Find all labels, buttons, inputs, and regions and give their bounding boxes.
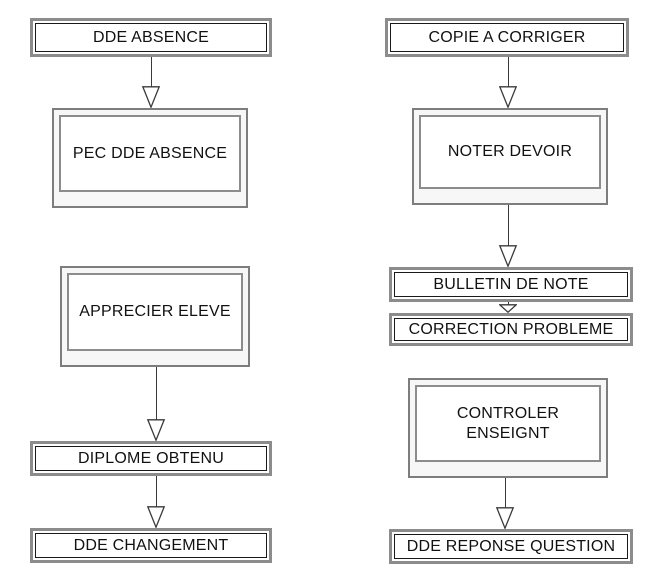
connector-arrowhead-icon <box>499 245 517 267</box>
node-label: NOTER DEVOIR <box>447 143 573 161</box>
node-entity-panel: CORRECTION PROBLEME <box>394 318 628 341</box>
node-screen-panel: APPRECIER ELEVE <box>67 273 243 351</box>
node-screen-panel: CONTROLER ENSEIGNT <box>415 385 601 462</box>
connector-line <box>508 302 509 306</box>
connector-line <box>151 57 152 88</box>
node-label: DDE ABSENCE <box>92 28 209 46</box>
node-label: DIPLOME OBTENU <box>78 449 224 467</box>
node-entity-panel: COPIE A CORRIGER <box>390 23 624 52</box>
node-entity-panel: DIPLOME OBTENU <box>35 446 267 471</box>
node-dde-reponse-question[interactable]: DDE REPONSE QUESTION <box>389 529 633 564</box>
connector-line <box>508 57 509 88</box>
node-bulletin-de-note[interactable]: BULLETIN DE NOTE <box>389 267 633 302</box>
node-label: COPIE A CORRIGER <box>428 28 586 46</box>
connector-line <box>156 476 157 508</box>
node-noter-devoir[interactable]: NOTER DEVOIR <box>412 108 608 205</box>
node-screen-base <box>67 351 243 365</box>
node-pec-dde-absence[interactable]: PEC DDE ABSENCE <box>52 108 248 208</box>
node-entity-panel: DDE ABSENCE <box>35 23 267 52</box>
node-diplome-obtenu[interactable]: DIPLOME OBTENU <box>30 441 272 476</box>
connector-arrowhead-icon <box>147 506 165 528</box>
node-controler-enseignt[interactable]: CONTROLER ENSEIGNT <box>408 378 608 478</box>
node-screen-panel: NOTER DEVOIR <box>419 115 601 189</box>
node-correction-probleme[interactable]: CORRECTION PROBLEME <box>389 313 633 346</box>
node-entity-panel: DDE CHANGEMENT <box>35 533 267 558</box>
node-apprecier-eleve[interactable]: APPRECIER ELEVE <box>60 266 250 367</box>
node-label: PEC DDE ABSENCE <box>72 144 228 162</box>
node-screen-base <box>419 189 601 203</box>
connector-arrowhead-icon <box>499 304 517 313</box>
connector-line <box>505 478 506 509</box>
node-label: DDE REPONSE QUESTION <box>406 537 616 555</box>
node-screen-base <box>415 462 601 476</box>
connector-arrowhead-icon <box>499 86 517 108</box>
node-copie-a-corriger[interactable]: COPIE A CORRIGER <box>385 18 629 57</box>
connector-arrowhead-icon <box>142 86 160 108</box>
connector-line <box>508 205 509 247</box>
node-dde-changement[interactable]: DDE CHANGEMENT <box>30 528 272 563</box>
node-screen-base <box>59 192 241 206</box>
node-entity-panel: BULLETIN DE NOTE <box>394 272 628 297</box>
node-entity-panel: DDE REPONSE QUESTION <box>394 534 628 559</box>
node-label: BULLETIN DE NOTE <box>433 275 589 293</box>
connector-arrowhead-icon <box>496 507 514 529</box>
node-label: CORRECTION PROBLEME <box>408 320 614 338</box>
node-label: CONTROLER ENSEIGNT <box>456 404 560 442</box>
connector-arrowhead-icon <box>147 419 165 441</box>
node-screen-panel: PEC DDE ABSENCE <box>59 115 241 192</box>
node-dde-absence[interactable]: DDE ABSENCE <box>30 18 272 57</box>
connector-line <box>156 367 157 421</box>
node-label: DDE CHANGEMENT <box>73 536 229 554</box>
node-label: APPRECIER ELEVE <box>79 303 231 321</box>
